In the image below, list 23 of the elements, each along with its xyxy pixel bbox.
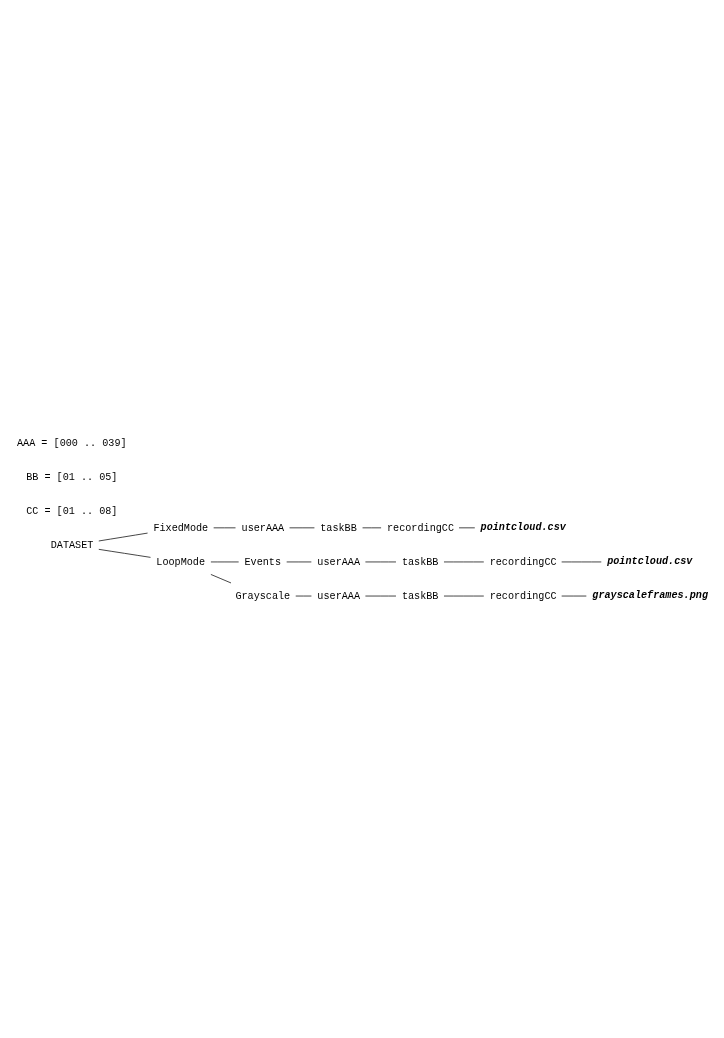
- node-text: pointcloud.csv: [607, 555, 693, 567]
- node-text: recordingCC: [489, 590, 557, 602]
- node-text: userAAA: [317, 556, 360, 568]
- label: AAA = [000 .. 039]: [17, 437, 127, 449]
- node-text: taskBB: [401, 556, 439, 568]
- connector: [98, 532, 148, 541]
- node-text: DATASET: [50, 539, 94, 551]
- node-text: taskBB: [401, 590, 439, 602]
- node-text: recordingCC: [387, 522, 454, 534]
- node-text: taskBB: [320, 522, 357, 534]
- connector: [210, 573, 232, 583]
- node-text: FixedMode: [153, 522, 209, 534]
- node-text: LoopMode: [156, 556, 206, 568]
- node-text: Events: [244, 556, 281, 568]
- node-text: userAAA: [317, 590, 360, 602]
- label: CC = [01 .. 08]: [26, 505, 118, 517]
- node-text: recordingCC: [489, 556, 557, 568]
- label: BB = [01 .. 05]: [26, 471, 118, 483]
- node-text: grayscaleframes.png: [592, 589, 708, 601]
- node-text: Grayscale: [235, 590, 291, 602]
- node-text: userAAA: [241, 522, 285, 534]
- node-text: pointcloud.csv: [480, 521, 566, 533]
- connector: [98, 548, 151, 558]
